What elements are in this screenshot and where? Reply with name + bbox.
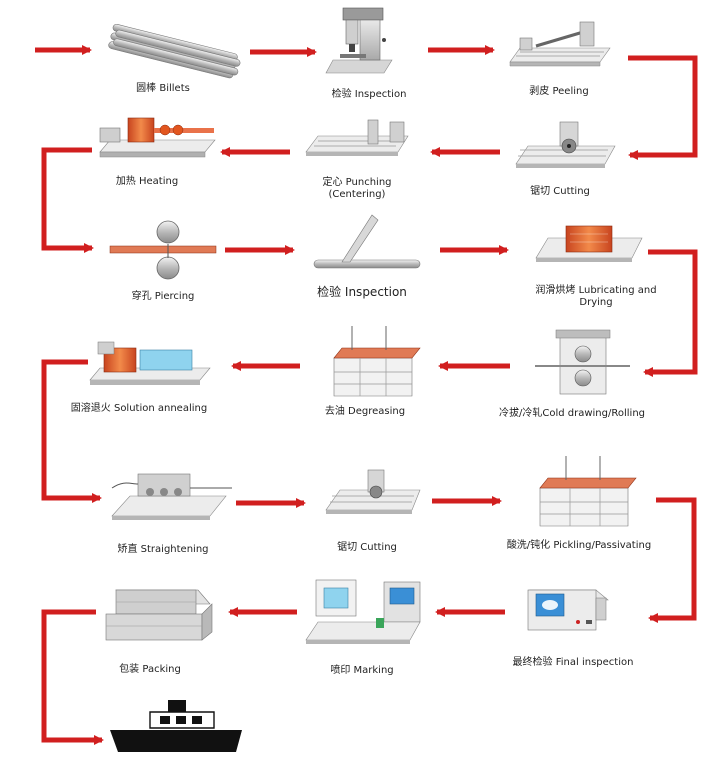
label-cutting-1: 锯切 Cutting	[530, 186, 590, 197]
arrow-pickling-final	[648, 497, 697, 623]
label-inspection-1: 检验 Inspection	[331, 89, 407, 100]
inspection-illustration-2	[313, 214, 421, 269]
label-peeling: 剥皮 Peeling	[529, 86, 589, 97]
pickling-illustration	[539, 456, 637, 527]
punching-illustration	[305, 119, 409, 156]
label-pickling: 酸洗/钝化 Pickling/Passivating	[506, 540, 652, 551]
final-inspection-illustration	[527, 589, 609, 631]
heating-illustration	[99, 117, 216, 158]
label-inspection-2: 检验 Inspection	[317, 285, 407, 299]
arrow-peeling-cutting	[628, 55, 698, 160]
lubricating-illustration	[535, 225, 643, 262]
label-lubricating-line1: 润滑烘烤 Lubricating and	[535, 285, 657, 296]
label-annealing: 固溶退火 Solution annealing	[70, 403, 208, 414]
arrow-lubricating-colddrawing	[643, 249, 698, 377]
arrow-annealing-straightening	[41, 359, 102, 503]
piercing-illustration	[109, 220, 217, 280]
label-punching: 定心 Punching (Centering)	[322, 177, 391, 201]
label-degreasing: 去油 Degreasing	[324, 406, 406, 417]
peeling-illustration	[509, 21, 611, 67]
cold-drawing-illustration	[535, 329, 630, 395]
flow-arrows	[35, 45, 698, 745]
label-cold-drawing: 冷拔/冷轧Cold drawing/Rolling	[498, 408, 646, 419]
cutting-illustration-2	[325, 469, 421, 514]
label-lubricating-line2: Drying	[579, 297, 613, 308]
straightening-illustration	[111, 473, 232, 520]
arrow-heating-piercing	[41, 147, 94, 253]
label-billets: 圆棒 Billets	[136, 83, 190, 94]
annealing-illustration	[89, 341, 211, 385]
degreasing-illustration	[333, 326, 421, 397]
label-cutting-2: 锯切 Cutting	[337, 542, 397, 553]
inspection-press-illustration	[325, 7, 393, 74]
label-final-inspection: 最终检验 Final inspection	[512, 657, 634, 668]
label-marking: 喷印 Marking	[330, 665, 394, 676]
label-punching-line1: 定心 Punching	[322, 177, 392, 188]
label-heating: 加热 Heating	[115, 176, 179, 187]
packing-illustration	[105, 589, 213, 641]
label-punching-line2: (Centering)	[328, 189, 386, 200]
label-packing: 包装 Packing	[119, 664, 181, 675]
billets-illustration	[108, 23, 241, 79]
marking-illustration	[305, 579, 421, 644]
label-piercing: 穿孔 Piercing	[131, 291, 195, 302]
arrow-packing-ship	[41, 609, 104, 745]
ship-icon	[110, 700, 242, 752]
label-lubricating: 润滑烘烤 Lubricating and Drying	[535, 285, 656, 309]
cutting-illustration-1	[515, 121, 616, 168]
label-straightening: 矫直 Straightening	[117, 544, 209, 555]
